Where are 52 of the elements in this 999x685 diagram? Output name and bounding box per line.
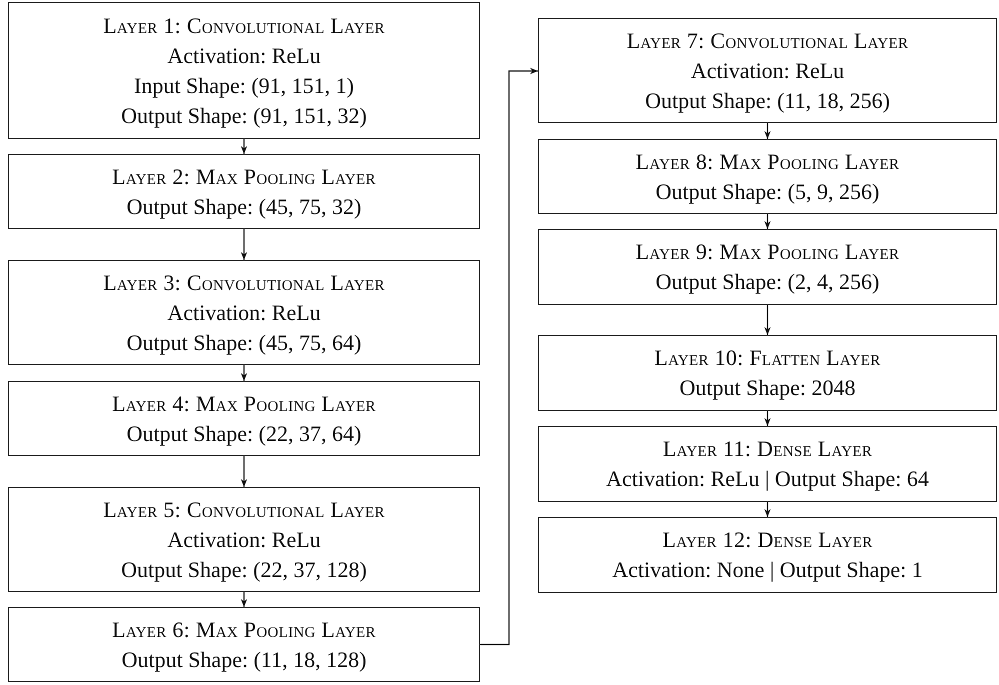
arrow xyxy=(240,139,248,154)
layer-detail: Activation: ReLu xyxy=(690,56,844,84)
layer-heading: Layer 9: Max Pooling Layer xyxy=(636,238,900,266)
layer-heading: Layer 8: Max Pooling Layer xyxy=(636,148,900,176)
layer-heading: Layer 1: Convolutional Layer xyxy=(103,12,385,40)
layer-detail: Activation: ReLu xyxy=(167,526,321,554)
arrow xyxy=(240,592,248,607)
layer-detail: Activation: ReLu xyxy=(167,298,321,326)
layer-box xyxy=(538,229,997,305)
layer-heading: Layer 4: Max Pooling Layer xyxy=(112,390,376,418)
layer-detail: Output Shape: 2048 xyxy=(680,374,856,402)
layer-heading: Layer 11: Dense Layer xyxy=(662,435,872,463)
layer-detail: Activation: ReLu xyxy=(167,42,321,70)
layer-box xyxy=(8,487,480,592)
layer-heading: Layer 10: Flatten Layer xyxy=(654,344,881,372)
arrow xyxy=(764,305,771,335)
arrow xyxy=(240,229,248,260)
arrow xyxy=(240,456,248,487)
layer-detail: Activation: None | Output Shape: 1 xyxy=(612,556,923,584)
arrow xyxy=(764,123,771,139)
layer-box xyxy=(538,335,997,411)
layer-box xyxy=(8,154,480,229)
arrow xyxy=(480,68,538,646)
layer-detail: Output Shape: (45, 75, 64) xyxy=(126,328,362,357)
layer-heading: Layer 2: Max Pooling Layer xyxy=(112,162,376,190)
layer-heading: Layer 7: Convolutional Layer xyxy=(626,26,908,54)
layer-box xyxy=(8,381,480,456)
arrow xyxy=(764,502,771,517)
arrow xyxy=(240,365,248,381)
layer-detail: Output Shape: (91, 151, 32) xyxy=(121,102,367,130)
layer-box xyxy=(538,426,997,502)
layer-detail: Output Shape: (11, 18, 128) xyxy=(122,646,366,674)
layer-box xyxy=(8,2,480,139)
layer-detail: Activation: ReLu | Output Shape: 64 xyxy=(606,465,929,493)
layer-heading: Layer 5: Convolutional Layer xyxy=(103,496,385,524)
layer-box xyxy=(8,607,480,682)
layer-detail: Output Shape: (11, 18, 256) xyxy=(645,86,890,115)
arrow xyxy=(764,214,771,229)
layer-box xyxy=(538,139,997,214)
layer-detail: Output Shape: (2, 4, 256) xyxy=(656,268,880,296)
layer-detail: Input Shape: (91, 151, 1) xyxy=(134,72,354,100)
arrow xyxy=(764,411,771,426)
layer-box xyxy=(538,517,997,593)
layer-detail: Output Shape: (45, 75, 32) xyxy=(126,192,362,221)
layer-box xyxy=(538,18,997,123)
layer-heading: Layer 6: Max Pooling Layer xyxy=(112,616,376,644)
layer-detail: Output Shape: (22, 37, 128) xyxy=(121,556,367,584)
layer-box xyxy=(8,260,480,365)
layer-detail: Output Shape: (5, 9, 256) xyxy=(656,178,880,206)
layer-heading: Layer 3: Convolutional Layer xyxy=(103,268,385,296)
layer-heading: Layer 12: Dense Layer xyxy=(662,526,873,554)
layer-detail: Output Shape: (22, 37, 64) xyxy=(126,420,362,448)
